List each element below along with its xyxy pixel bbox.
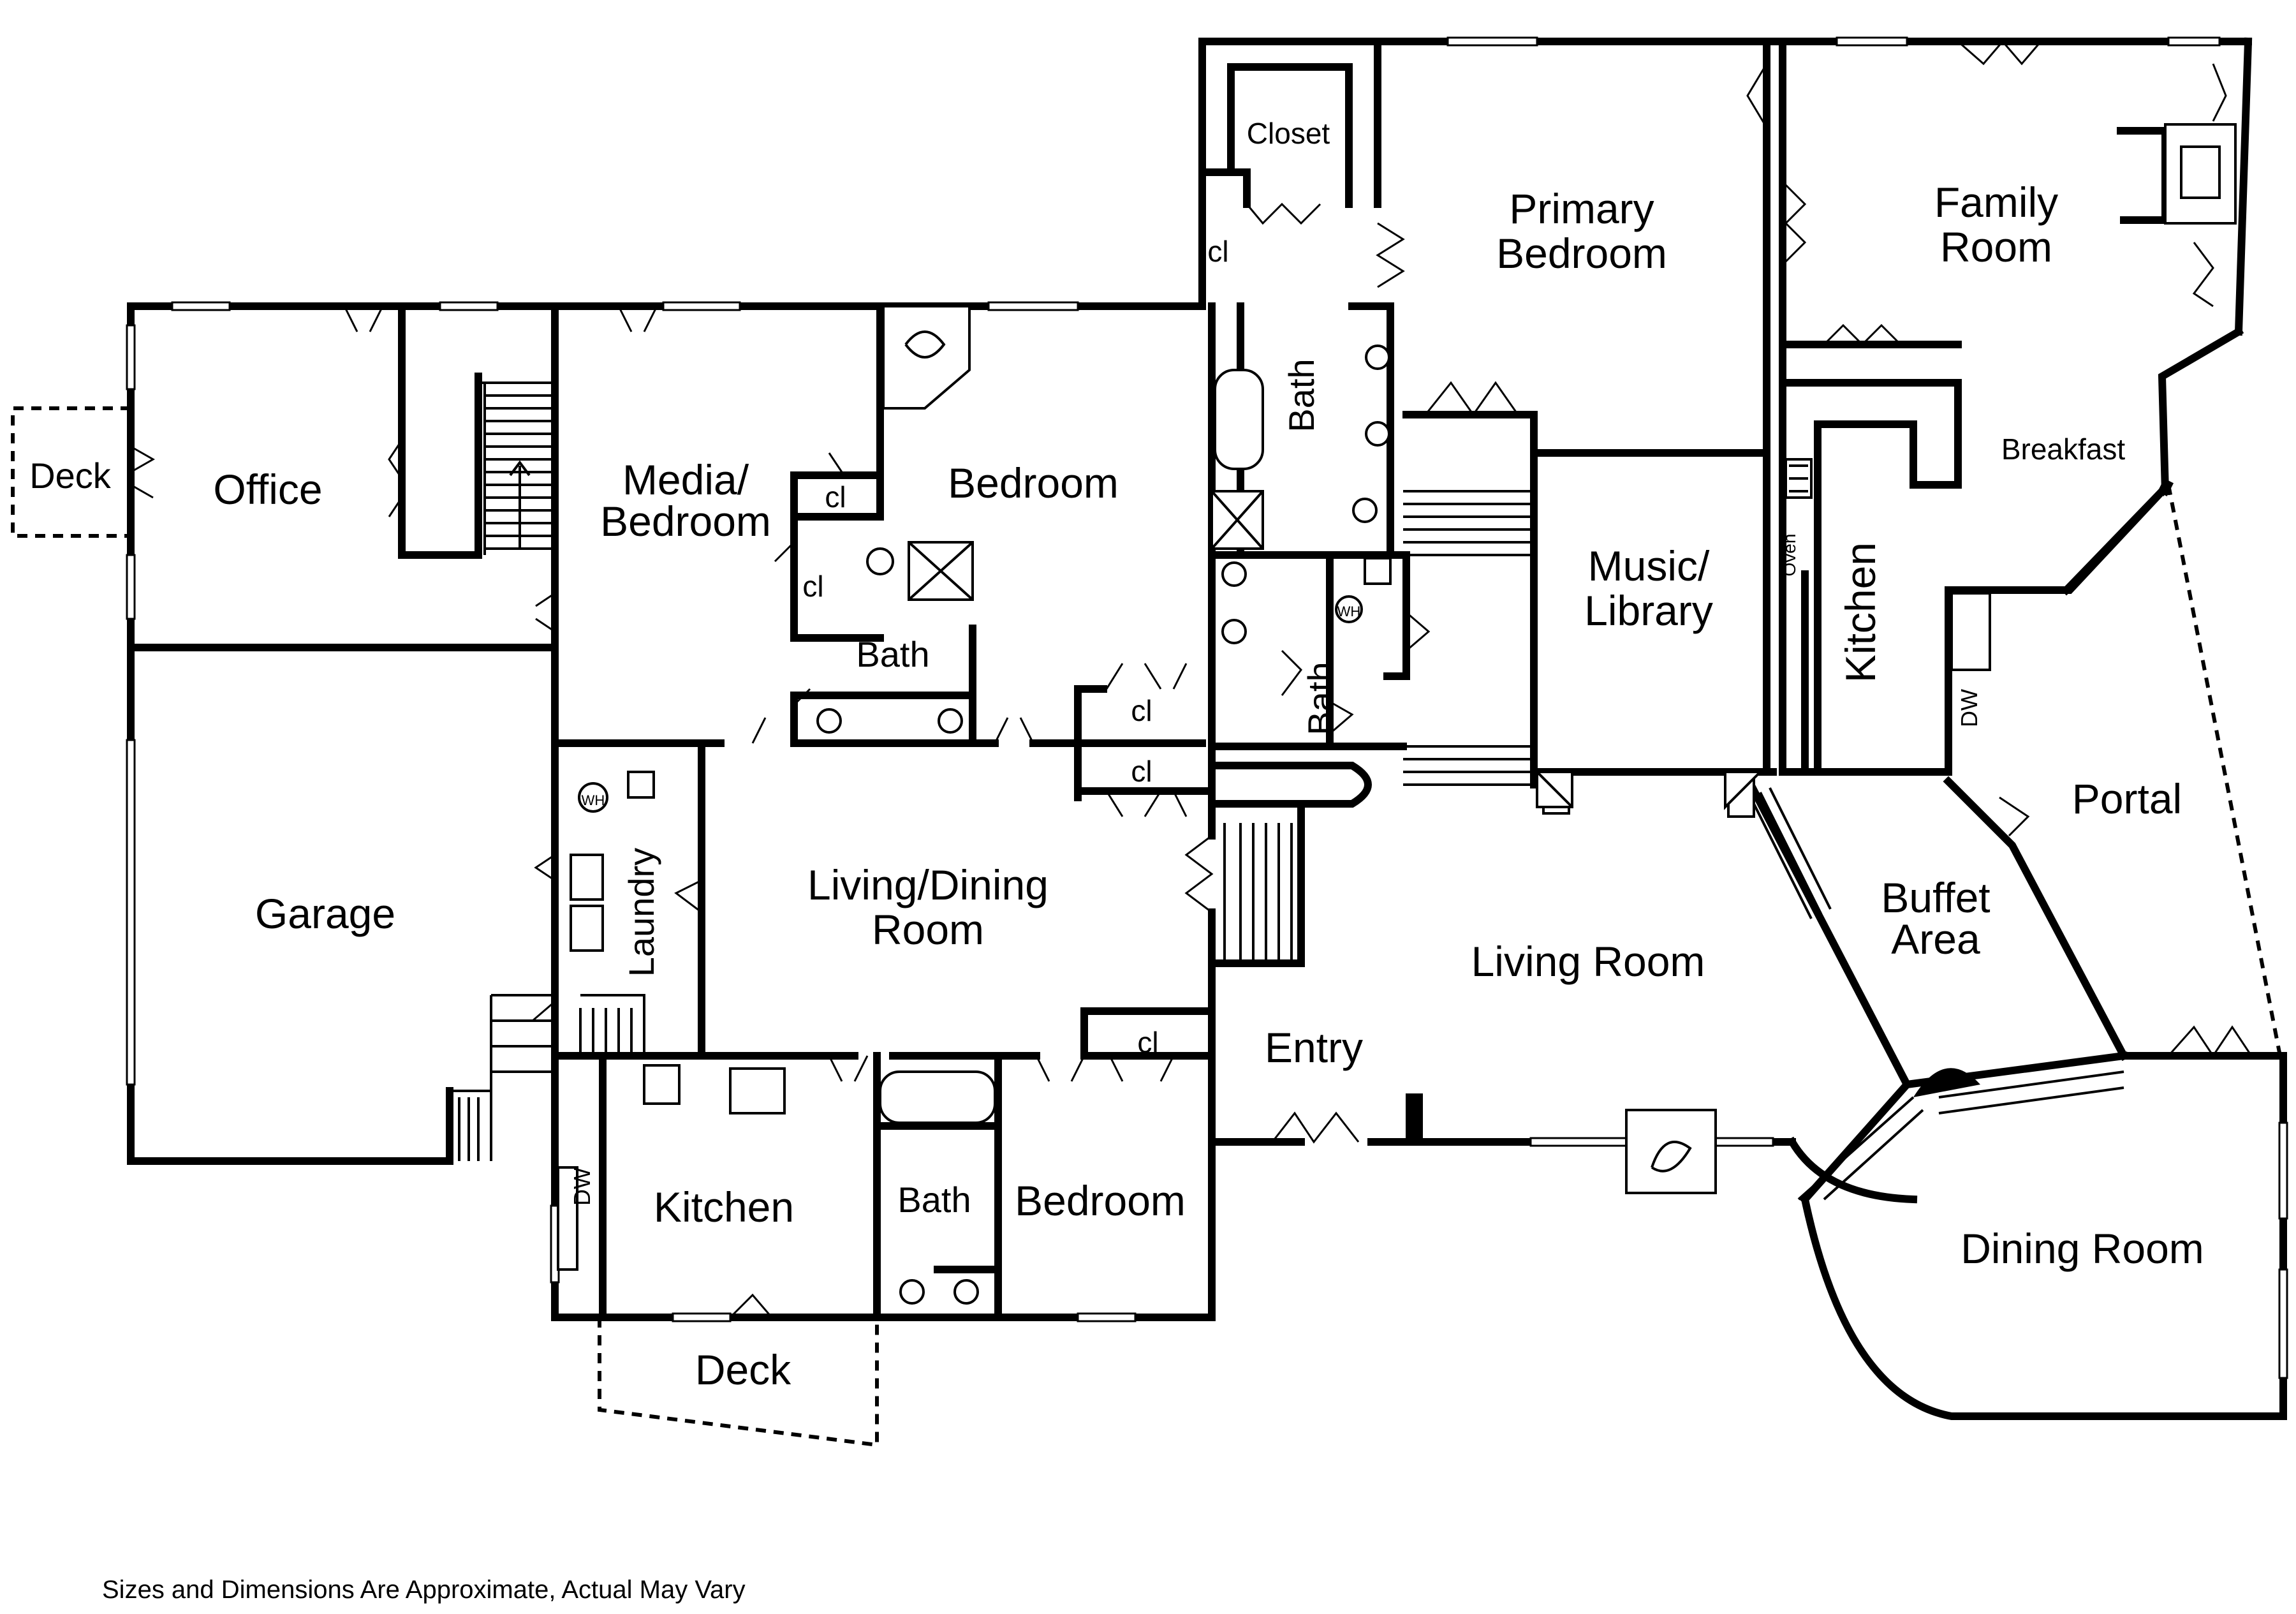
label-primary-line1: Primary bbox=[1509, 185, 1654, 232]
windows bbox=[126, 36, 2288, 1379]
label-cl-lower: cl bbox=[1137, 1026, 1158, 1059]
label-media-line2: Bedroom bbox=[600, 498, 771, 545]
label-office: Office bbox=[213, 466, 322, 513]
label-cl-media-1: cl bbox=[825, 480, 846, 514]
label-bedroom-lower: Bedroom bbox=[1015, 1177, 1186, 1224]
stairs bbox=[450, 381, 2124, 1201]
label-portal: Portal bbox=[2072, 775, 2182, 822]
label-family-line1: Family bbox=[1934, 179, 2058, 226]
walls bbox=[11, 37, 2287, 1447]
label-buffet-line1: Buffet bbox=[1881, 874, 1990, 921]
label-living-room: Living Room bbox=[1471, 938, 1705, 985]
label-kitchen-lower: Kitchen bbox=[654, 1183, 794, 1231]
label-dw-lower: DW bbox=[569, 1167, 595, 1206]
label-garage: Garage bbox=[255, 890, 395, 937]
label-living-dining-line1: Living/Dining bbox=[807, 861, 1049, 908]
label-entry: Entry bbox=[1265, 1024, 1363, 1071]
label-buffet-line2: Area bbox=[1891, 915, 1980, 963]
label-wh-bath: WH bbox=[1337, 603, 1361, 619]
label-deck-lower: Deck bbox=[695, 1346, 791, 1393]
label-cl-primary: cl bbox=[1207, 235, 1228, 268]
label-closet: Closet bbox=[1247, 117, 1330, 150]
label-oven: Oven bbox=[1779, 534, 1799, 577]
label-cl-hall-2: cl bbox=[1131, 755, 1152, 788]
label-music-line2: Library bbox=[1584, 587, 1713, 634]
door-swings bbox=[130, 40, 2253, 1319]
label-laundry: Laundry bbox=[621, 848, 661, 977]
small-labels: cl cl cl cl cl cl WH WH DW DW Oven bbox=[569, 235, 1982, 1206]
label-bedroom-upper: Bedroom bbox=[948, 459, 1119, 507]
label-cl-media-2: cl bbox=[802, 570, 823, 603]
footer-disclaimer: Sizes and Dimensions Are Approximate, Ac… bbox=[102, 1576, 746, 1604]
label-deck-left: Deck bbox=[29, 455, 112, 496]
label-dw-right: DW bbox=[1956, 689, 1982, 727]
label-bath-mid: Bath bbox=[1300, 662, 1341, 735]
fixtures bbox=[557, 123, 2237, 1305]
label-wh-laundry: WH bbox=[582, 792, 605, 808]
label-breakfast: Breakfast bbox=[2001, 433, 2126, 466]
label-media-line1: Media/ bbox=[622, 456, 749, 503]
label-family-line2: Room bbox=[1940, 223, 2052, 270]
label-bath-lower: Bath bbox=[897, 1180, 971, 1220]
label-living-dining-line2: Room bbox=[872, 906, 984, 953]
label-dining-room: Dining Room bbox=[1961, 1225, 2204, 1272]
room-labels: Deck Office Media/ Bedroom Bedroom Close… bbox=[29, 117, 2204, 1393]
label-music-line1: Music/ bbox=[1588, 542, 1710, 589]
label-bath-primary: Bath bbox=[1281, 359, 1321, 432]
label-bath-upper: Bath bbox=[856, 634, 929, 674]
label-kitchen-right: Kitchen bbox=[1837, 542, 1884, 683]
label-primary-line2: Bedroom bbox=[1496, 230, 1667, 277]
label-cl-hall-1: cl bbox=[1131, 694, 1152, 727]
